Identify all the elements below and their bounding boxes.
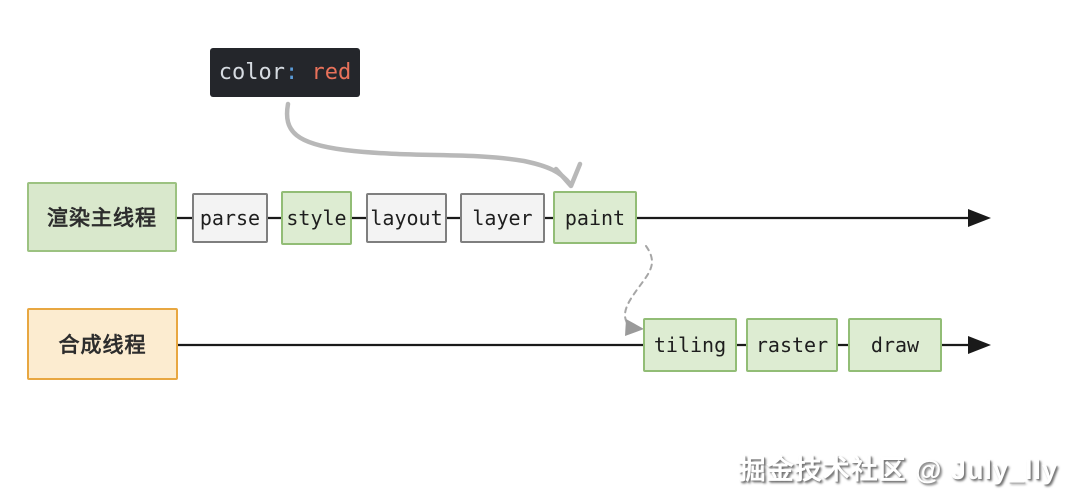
step-layout: layout xyxy=(366,193,447,243)
css-code-box: color: red xyxy=(210,48,360,97)
step-layer: layer xyxy=(460,193,545,243)
css-property-text: color xyxy=(218,60,285,85)
paint-to-tiling-arrow xyxy=(624,245,653,336)
step-layout-label: layout xyxy=(370,206,443,230)
step-tiling: tiling xyxy=(643,318,737,372)
main-thread-label: 渲染主线程 xyxy=(47,207,157,230)
step-draw: draw xyxy=(848,318,942,372)
step-paint: paint xyxy=(553,191,637,244)
watermark-text: 掘金技术社区 @ July_lly xyxy=(738,455,1058,485)
css-value-text: red xyxy=(298,60,352,85)
compositor-timeline-arrow xyxy=(178,336,991,354)
main-thread-label-box: 渲染主线程 xyxy=(27,182,177,252)
step-layer-label: layer xyxy=(472,206,533,230)
step-tiling-label: tiling xyxy=(653,333,727,357)
compositor-thread-label: 合成线程 xyxy=(58,334,147,357)
css-colon-text: : xyxy=(285,60,299,85)
step-raster: raster xyxy=(746,318,838,372)
step-style: style xyxy=(281,191,352,245)
step-draw-label: draw xyxy=(870,333,920,357)
step-parse: parse xyxy=(192,193,268,243)
step-parse-label: parse xyxy=(199,206,261,230)
step-paint-label: paint xyxy=(564,205,626,230)
compositor-thread-label-box: 合成线程 xyxy=(27,308,178,380)
step-style-label: style xyxy=(286,206,347,230)
step-raster-label: raster xyxy=(755,333,829,357)
code-to-paint-arrow xyxy=(284,101,583,189)
